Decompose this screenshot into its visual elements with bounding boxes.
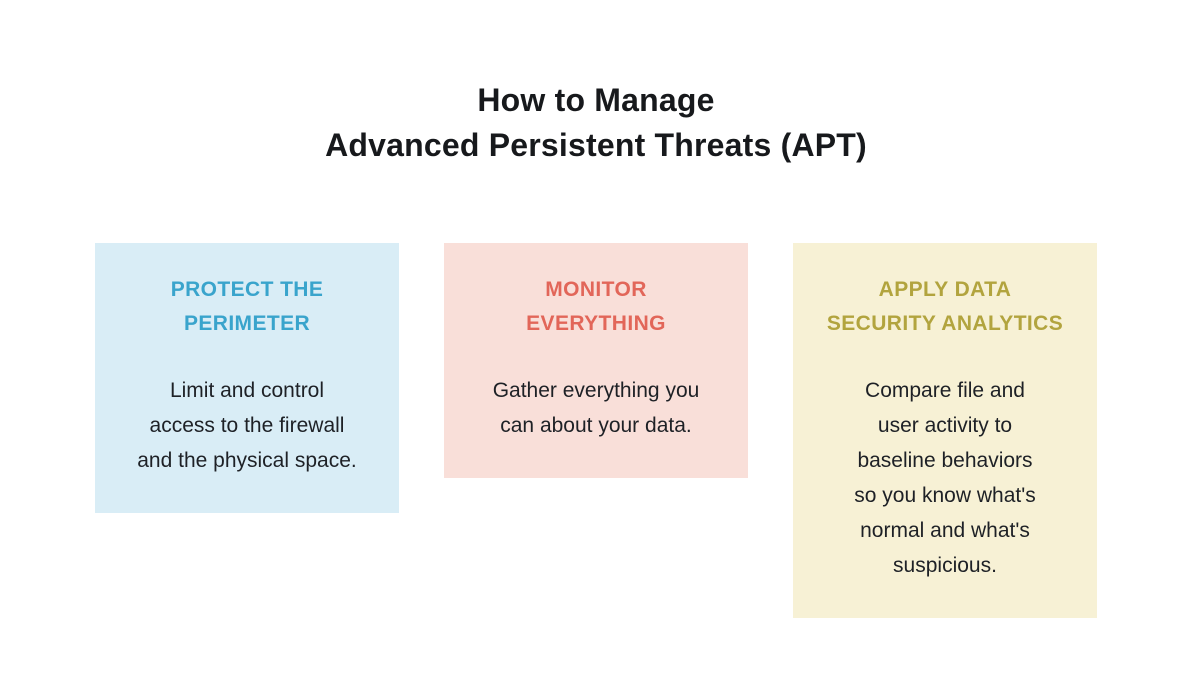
card-body: Compare file and user activity to baseli…	[809, 373, 1081, 583]
page-title: How to Manage Advanced Persistent Threat…	[0, 78, 1192, 168]
card-body-line: Gather everything you	[492, 379, 700, 402]
card-heading: APPLY DATA SECURITY ANALYTICS	[809, 273, 1081, 341]
card-body-line: Compare file and	[865, 379, 1025, 402]
card-apply-data-security-analytics: APPLY DATA SECURITY ANALYTICS Compare fi…	[793, 243, 1097, 618]
card-body-line: can about your data.	[500, 414, 692, 437]
card-body-line: Limit and control	[169, 379, 325, 402]
card-heading-line: APPLY DATA	[878, 278, 1012, 301]
card-heading-line: SECURITY ANALYTICS	[826, 312, 1064, 335]
card-body-line: suspicious.	[893, 554, 997, 577]
card-heading-line: PERIMETER	[183, 312, 311, 335]
card-body-line: baseline behaviors	[857, 449, 1033, 472]
card-monitor-everything: MONITOR EVERYTHING Gather everything you…	[444, 243, 748, 478]
card-heading-line: MONITOR	[545, 278, 647, 301]
card-body: Limit and control access to the firewall…	[111, 373, 383, 478]
card-protect-the-perimeter: PROTECT THE PERIMETER Limit and control …	[95, 243, 399, 513]
card-heading: PROTECT THE PERIMETER	[111, 273, 383, 341]
cards-row: PROTECT THE PERIMETER Limit and control …	[95, 243, 1097, 618]
card-body-line: access to the firewall	[149, 414, 345, 437]
card-body-line: and the physical space.	[137, 449, 357, 472]
card-body-line: normal and what's	[860, 519, 1030, 542]
card-heading-line: PROTECT THE	[170, 278, 324, 301]
card-body-line: so you know what's	[854, 484, 1036, 507]
card-heading: MONITOR EVERYTHING	[460, 273, 732, 341]
page-title-line-2: Advanced Persistent Threats (APT)	[325, 127, 867, 163]
card-heading-line: EVERYTHING	[526, 312, 666, 335]
page-title-line-1: How to Manage	[477, 82, 715, 118]
card-body: Gather everything you can about your dat…	[460, 373, 732, 443]
card-body-line: user activity to	[877, 414, 1013, 437]
